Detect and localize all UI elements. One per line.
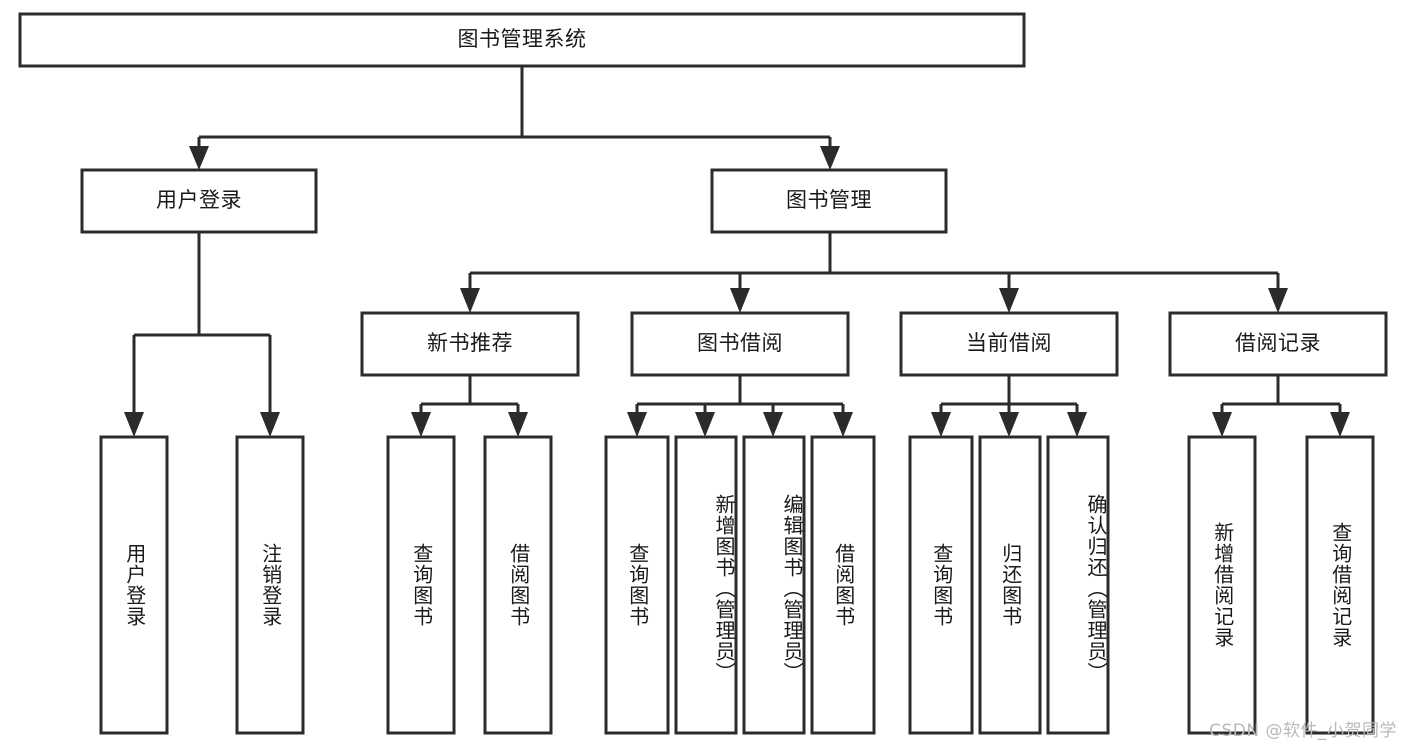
connector-bookmgmt-to-level3 — [460, 232, 1288, 313]
connector-bookborrow-to-leaves — [627, 375, 853, 437]
arrowhead-icon — [1067, 412, 1087, 437]
arrowhead-icon — [189, 146, 209, 170]
node-box-leaf-current-borrow-2[interactable] — [1046, 435, 1110, 735]
node-box-leaf-book-borrow-1[interactable] — [674, 435, 738, 735]
arrowhead-icon — [411, 412, 431, 437]
arrowhead-icon — [833, 412, 853, 437]
connector-borrowrecord-to-leaves — [1212, 375, 1350, 437]
node-box-borrow-record[interactable] — [1168, 311, 1388, 377]
node-box-leaf-current-borrow-0[interactable] — [908, 435, 974, 735]
arrowhead-icon — [763, 412, 783, 437]
arrowhead-icon — [931, 412, 951, 437]
node-box-root[interactable] — [18, 12, 1026, 68]
arrowhead-icon — [730, 288, 750, 313]
node-box-leaf-current-borrow-1[interactable] — [978, 435, 1042, 735]
arrowhead-icon — [1212, 412, 1232, 437]
arrowhead-icon — [627, 412, 647, 437]
node-box-book-management[interactable] — [710, 168, 948, 234]
connector-newbook-to-leaves — [411, 375, 528, 437]
arrowhead-icon — [1268, 288, 1288, 313]
arrowhead-icon — [999, 288, 1019, 313]
arrowhead-icon — [820, 146, 840, 170]
node-box-leaf-book-borrow-0[interactable] — [604, 435, 670, 735]
node-box-leaf-user-login-0[interactable] — [99, 435, 169, 735]
connector-userlogin-to-leaves — [124, 232, 280, 437]
node-box-new-book[interactable] — [360, 311, 580, 377]
arrowhead-icon — [124, 412, 144, 437]
arrowhead-icon — [260, 412, 280, 437]
node-box-user-login[interactable] — [80, 168, 318, 234]
node-box-current-borrow[interactable] — [899, 311, 1119, 377]
node-box-leaf-book-borrow-3[interactable] — [810, 435, 876, 735]
connector-root-to-level2 — [189, 66, 840, 170]
arrowhead-icon — [695, 412, 715, 437]
node-box-leaf-borrow-record-1[interactable] — [1305, 435, 1375, 735]
node-box-book-borrow[interactable] — [630, 311, 850, 377]
node-box-leaf-borrow-record-0[interactable] — [1187, 435, 1257, 735]
arrowhead-icon — [460, 288, 480, 313]
arrowhead-icon — [1330, 412, 1350, 437]
node-box-leaf-new-book-1[interactable] — [483, 435, 553, 735]
node-box-leaf-book-borrow-2[interactable] — [742, 435, 806, 735]
watermark: CSDN @软件_小贺同学 — [1209, 721, 1397, 741]
node-box-leaf-new-book-0[interactable] — [386, 435, 456, 735]
connector-currentborrow-to-leaves — [931, 375, 1087, 437]
node-box-leaf-user-login-1[interactable] — [235, 435, 305, 735]
arrowhead-icon — [508, 412, 528, 437]
arrowhead-icon — [999, 412, 1019, 437]
